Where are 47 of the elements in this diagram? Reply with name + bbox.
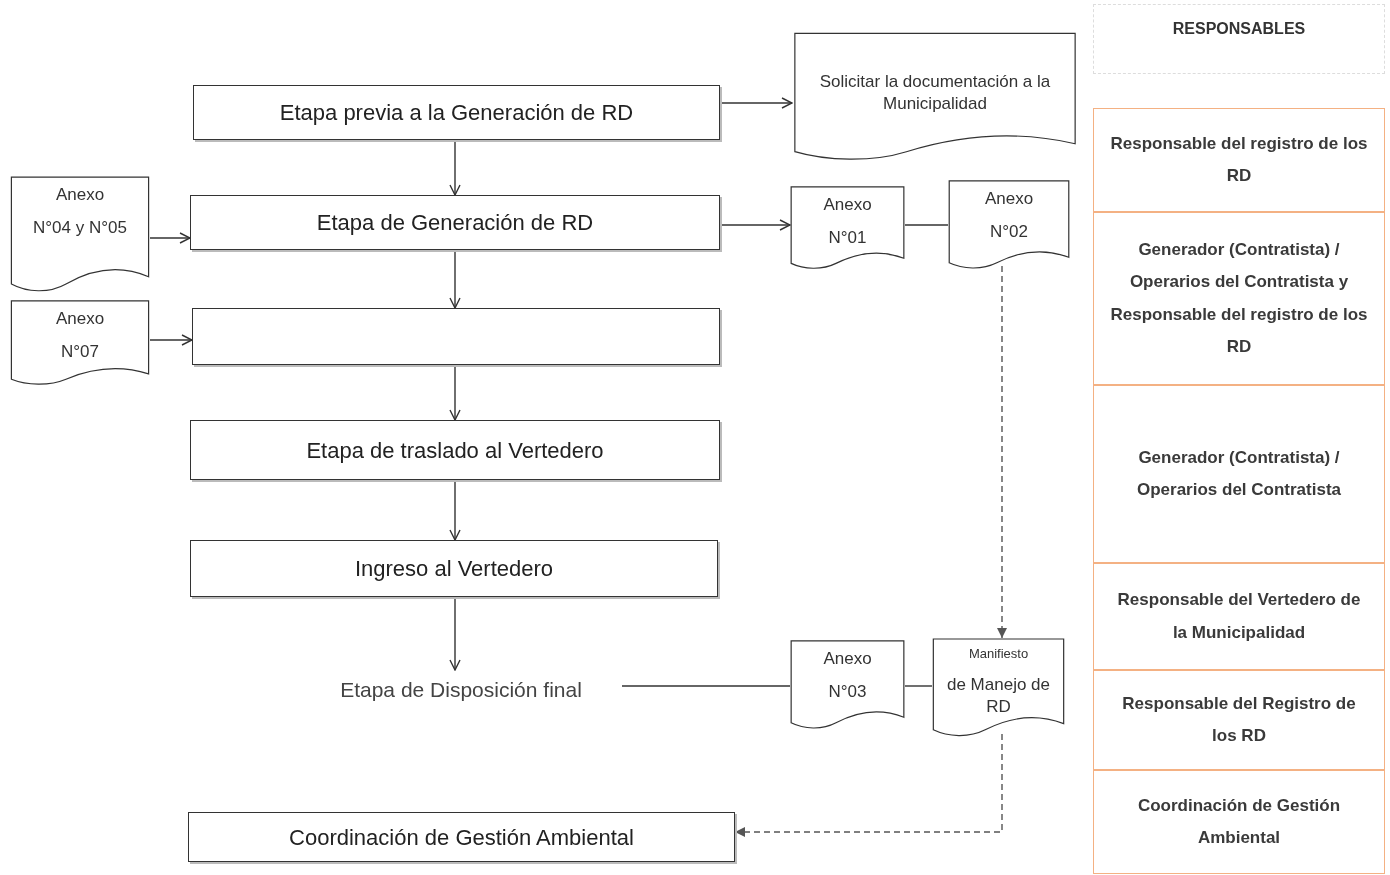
process-label: Etapa de traslado al Vertedero xyxy=(306,436,604,465)
connector-arrow xyxy=(149,232,191,244)
process-box xyxy=(190,540,718,597)
responsible-cell: Responsable del Vertedero de la Municipalidad xyxy=(1093,563,1385,670)
connector-arrow xyxy=(449,364,461,421)
connector-arrow xyxy=(734,733,1003,837)
connector-arrow xyxy=(449,479,461,541)
connector-arrow xyxy=(449,249,461,309)
document-label: Anexo xyxy=(55,184,105,206)
responsible-cell: Responsable del Registro de los RD xyxy=(1093,670,1385,770)
connector-arrow xyxy=(449,596,461,671)
document-shape xyxy=(948,180,1070,272)
responsible-cell: Generador (Contratista) / Operarios del Contratista xyxy=(1093,385,1385,563)
document-label: Anexo xyxy=(823,648,872,670)
process-box xyxy=(193,85,720,140)
process-label: Coordinación de Gestión Ambiental xyxy=(289,823,634,852)
document-label: Solicitar la documentación a la Municipalidad xyxy=(818,71,1052,114)
connector-arrow xyxy=(719,97,793,109)
document-label: N°02 xyxy=(990,221,1028,243)
responsible-cell: Responsable del registro de los RD xyxy=(1093,108,1385,212)
document-label: N°07 xyxy=(61,341,99,363)
document-label: Anexo xyxy=(55,308,105,330)
connector-arrow xyxy=(719,219,791,231)
document-label: Anexo xyxy=(823,194,872,216)
document-label: N°04 y N°05 xyxy=(33,217,127,239)
document-label: Manifiesto xyxy=(968,646,1029,663)
stage-label: Etapa de Disposición final xyxy=(340,677,582,704)
document-label: N°03 xyxy=(828,681,867,703)
document-label: Anexo xyxy=(984,188,1034,210)
responsible-cell: Generador (Contratista) / Operarios del Contratista y Responsable del registro de los RD xyxy=(1093,212,1385,385)
connector-arrow xyxy=(997,265,1007,639)
document-shape xyxy=(10,300,150,388)
document-shape xyxy=(790,640,905,732)
process-box xyxy=(190,420,720,480)
process-label: Etapa previa a la Generación de RD xyxy=(279,99,634,127)
process-label: Ingreso al Vertedero xyxy=(354,555,554,583)
document-label: de Manejo de RD xyxy=(946,674,1051,717)
header-cell: RESPONSABLES xyxy=(1093,4,1385,74)
process-label: Etapa de Generación de RD xyxy=(316,209,594,237)
connector-arrow xyxy=(149,334,193,346)
document-label: N°01 xyxy=(828,227,867,249)
responsible-cell: Coordinación de Gestión Ambiental xyxy=(1093,770,1385,874)
document-shape xyxy=(790,186,905,272)
process-box xyxy=(190,195,720,250)
process-box xyxy=(188,812,735,862)
connector-arrow xyxy=(449,139,461,196)
process-box xyxy=(192,308,720,365)
